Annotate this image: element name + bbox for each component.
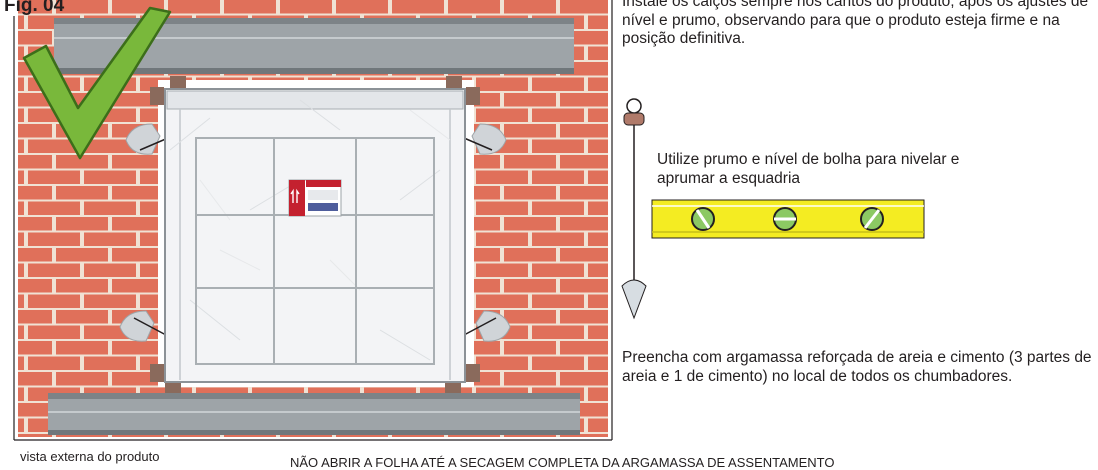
warning-text: NÃO ABRIR A FOLHA ATÉ A SECAGEM COMPLETA… [290, 455, 835, 470]
spacer-left-top [150, 87, 164, 105]
spacer-bottom-left [165, 381, 181, 393]
anchor-bottom-right [463, 310, 511, 342]
plumb-bob-icon [621, 98, 647, 320]
spacer-left-bottom [150, 364, 164, 382]
spacer-bottom-right [445, 381, 461, 393]
instruction-mortar: Preencha com argamassa reforçada de arei… [622, 349, 1092, 385]
anchor-top-right [463, 123, 507, 155]
bottom-sill [48, 393, 580, 435]
instruction-plumb-level: Utilize prumo e nível de bolha para nive… [657, 151, 960, 187]
spacer-top-right [446, 76, 462, 90]
label-sticker-icon [288, 179, 342, 217]
figure-label: Fig. 04 [4, 0, 65, 16]
window-frame [164, 88, 466, 383]
anchor-bottom-left [119, 310, 167, 342]
spacer-top-left [170, 76, 186, 90]
spirit-level-icon [651, 199, 925, 239]
check-icon [22, 6, 172, 160]
instruction-spacers: Instale os calços sempre nos cantos do p… [622, 0, 1089, 47]
anchor-top-left [125, 123, 169, 155]
caption-external-view: vista externa do produto [20, 449, 160, 464]
spacer-right-bottom [466, 364, 480, 382]
spacer-right-top [466, 87, 480, 105]
